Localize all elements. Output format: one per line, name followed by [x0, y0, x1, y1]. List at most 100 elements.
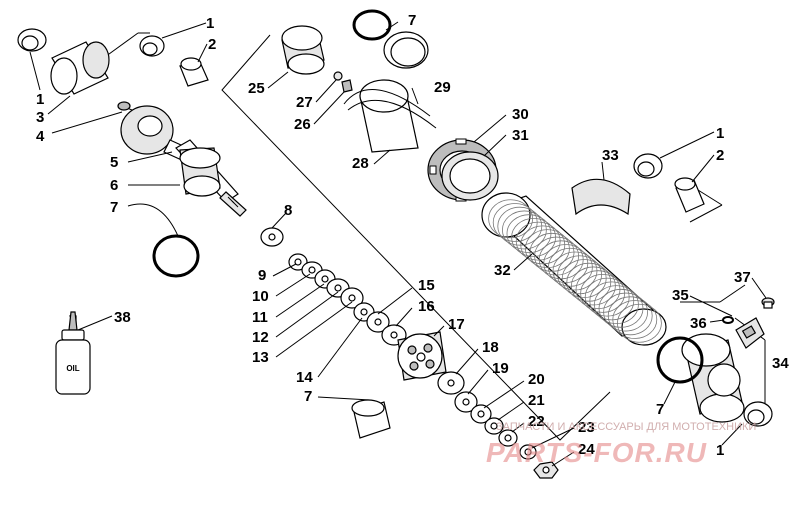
reservoir-cap-group — [281, 9, 437, 153]
o-ring-part-7-top — [352, 9, 392, 41]
callout-37: 37 — [734, 269, 751, 286]
callout-5: 5 — [110, 154, 118, 171]
bushing-part-1-upper-right — [139, 35, 165, 57]
schrader-valve-part-35 — [735, 317, 765, 349]
oil-bottle-label: OIL — [66, 364, 79, 373]
cap-part-25 — [281, 25, 325, 75]
callout-17: 17 — [448, 316, 465, 333]
callout-7: 7 — [304, 388, 312, 405]
piston-band-part-7 — [351, 399, 391, 439]
callout-30: 30 — [512, 106, 529, 123]
lock-ring-part-31 — [441, 151, 499, 201]
callout-labels: 1 2 1 3 4 5 6 7 8 9 10 11 12 13 14 7 15 … — [36, 12, 789, 459]
spring-coil — [607, 296, 653, 336]
washer-part-9 — [288, 253, 308, 271]
spherical-bearing-part-3 — [50, 41, 110, 95]
callout-19: 19 — [492, 360, 509, 377]
shaft-assembly — [117, 101, 247, 217]
spacer-part-2-upper — [179, 57, 209, 87]
bushing-part-1-lower-right — [743, 401, 773, 427]
watermark-tagline: ЗАПЧАСТИ И АКСЕССУАРЫ ДЛЯ МОТОТЕХНИКИ — [496, 421, 756, 433]
bearing-ring-part-7-top-right — [383, 31, 429, 69]
spring-coil-lines — [488, 199, 662, 343]
callout-21: 21 — [528, 392, 545, 409]
callout-29: 29 — [434, 79, 451, 96]
callout-16: 16 — [418, 298, 435, 315]
callout-34: 34 — [772, 355, 789, 372]
callout-38: 38 — [114, 309, 131, 326]
callout-15: 15 — [418, 277, 435, 294]
callout-22: 22 — [528, 413, 545, 430]
washer-part-19 — [454, 391, 478, 413]
callout-35: 35 — [672, 287, 689, 304]
callout-13: 13 — [252, 349, 269, 366]
callout-31: 31 — [512, 127, 529, 144]
shaft-eyelet-part-4 — [117, 101, 174, 155]
callout-12: 12 — [252, 329, 269, 346]
callout-18: 18 — [482, 339, 499, 356]
o-ring-part-36 — [722, 316, 734, 324]
washer-part-22 — [498, 429, 518, 447]
callout-33: 33 — [602, 147, 619, 164]
right-bushing-group — [633, 153, 705, 213]
assembly-bracket-lines — [97, 32, 766, 441]
oil-bottle-part-38: OIL — [55, 311, 91, 395]
callout-3: 3 — [36, 109, 44, 126]
spring-coil — [612, 300, 658, 339]
spring-collar-group — [427, 138, 499, 202]
callout-7: 7 — [656, 401, 664, 418]
piston-washer-stack — [260, 227, 407, 346]
watermark-brand: PARTS-FOR.RU — [486, 437, 707, 468]
callout-4: 4 — [36, 128, 45, 145]
ball-part-27 — [333, 71, 343, 81]
callout-1: 1 — [206, 15, 214, 32]
callout-26: 26 — [294, 116, 311, 133]
washer-part-21 — [484, 417, 504, 435]
callout-10: 10 — [252, 288, 269, 305]
coil-spring-part-32 — [481, 192, 667, 346]
seal-part-29 — [343, 89, 437, 129]
callout-8: 8 — [284, 202, 292, 219]
callout-1: 1 — [716, 442, 724, 459]
watermark: ЗАПЧАСТИ И АКСЕССУАРЫ ДЛЯ МОТОТЕХНИКИ PA… — [486, 421, 756, 468]
piston-part-17 — [397, 331, 447, 381]
callout-32: 32 — [494, 262, 511, 279]
callout-9: 9 — [258, 267, 266, 284]
callout-24: 24 — [578, 441, 595, 458]
callout-28: 28 — [352, 155, 369, 172]
shock-body-part-34 — [681, 333, 745, 423]
spring-coil — [603, 292, 648, 332]
bushing-part-1-right — [633, 153, 663, 179]
spring-coil — [598, 288, 644, 328]
washer-part-23 — [519, 444, 537, 460]
lower-washer-stack — [437, 371, 559, 479]
spring-retainer-part-33 — [571, 178, 631, 216]
bearing-part-28 — [359, 79, 419, 153]
washer-part-18 — [437, 371, 465, 395]
callout-23: 23 — [578, 419, 595, 436]
valve-part-26 — [341, 79, 353, 93]
leader-lines — [29, 21, 767, 467]
washer-part-11 — [314, 269, 336, 289]
callout-27: 27 — [296, 94, 313, 111]
shaft-seal-head-part-6 — [179, 147, 221, 197]
spring-coil — [617, 303, 662, 343]
callout-11: 11 — [252, 309, 268, 326]
bushing-part-1-upper — [17, 28, 47, 52]
cap-part-37 — [761, 297, 775, 309]
callout-1: 1 — [716, 125, 724, 142]
washer-part-20 — [470, 404, 492, 424]
callout-20: 20 — [528, 371, 545, 388]
shaft-threaded-end — [219, 191, 247, 217]
callout-6: 6 — [110, 177, 118, 194]
washer-part-13 — [340, 287, 364, 309]
washer-part-15 — [366, 311, 390, 333]
callout-7: 7 — [110, 199, 118, 216]
callout-25: 25 — [248, 80, 265, 97]
washer-part-8 — [260, 227, 284, 247]
o-ring-part-7-right — [656, 336, 704, 384]
callout-2: 2 — [208, 36, 216, 53]
callout-14: 14 — [296, 369, 313, 386]
callout-7: 7 — [408, 12, 416, 29]
